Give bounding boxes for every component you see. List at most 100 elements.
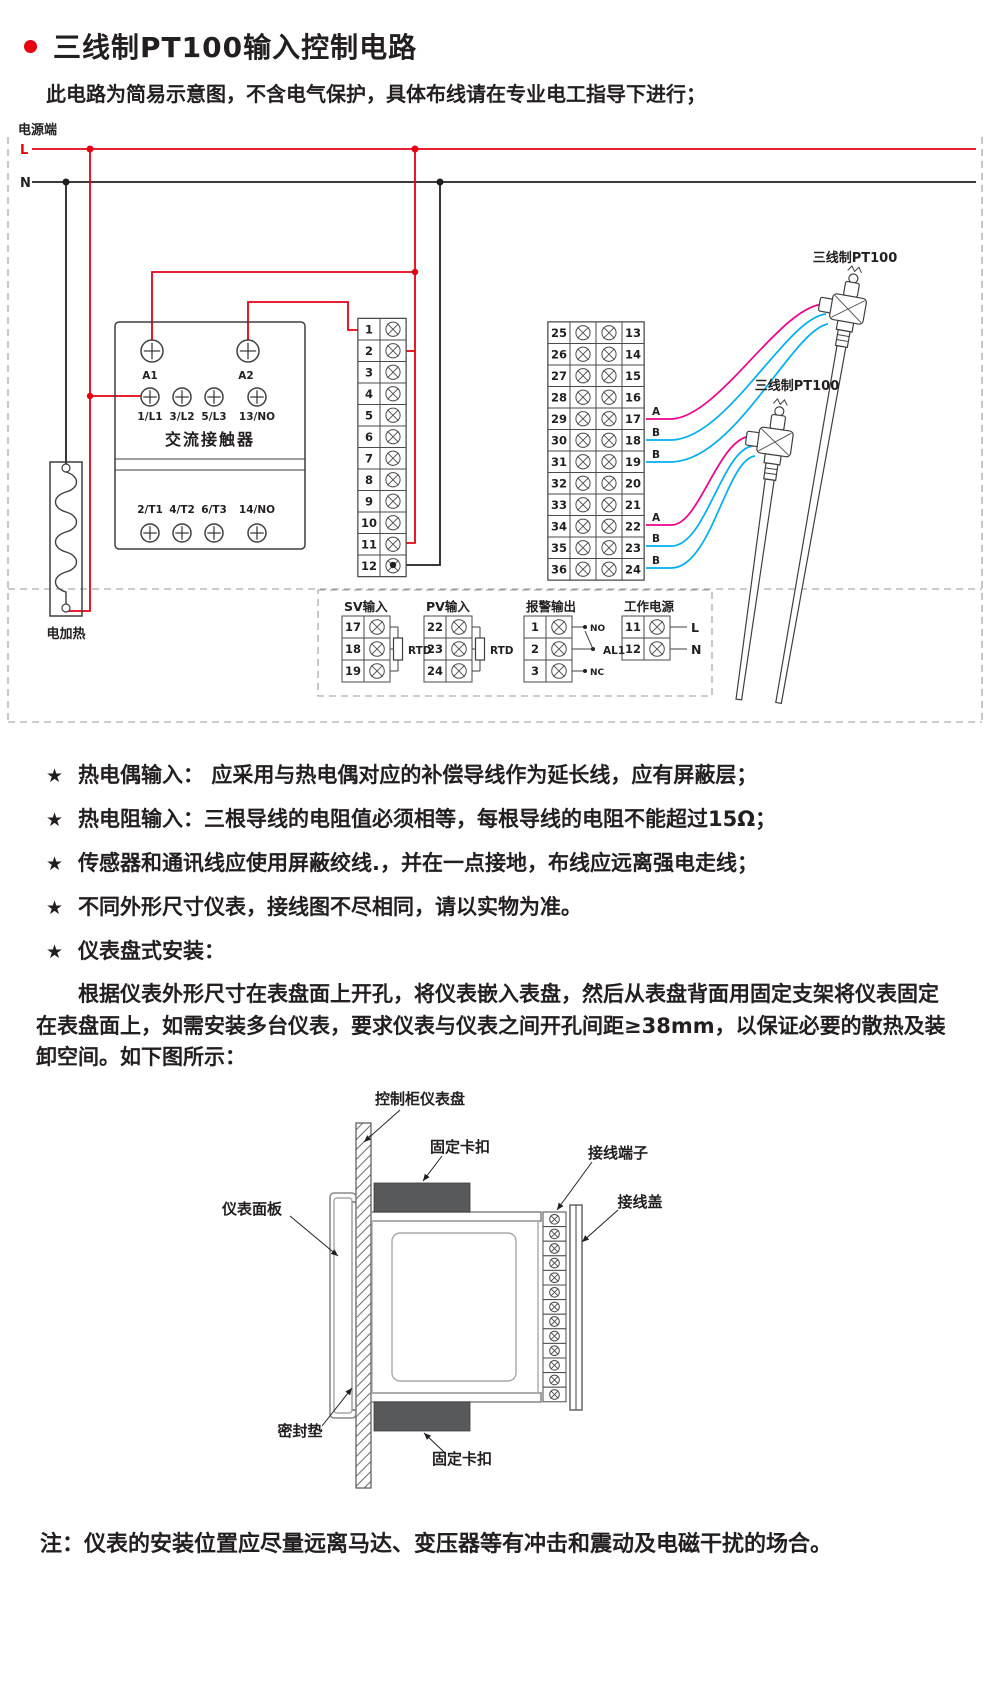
terminal-number: 1 <box>365 322 373 336</box>
heater-label: 电加热 <box>46 626 85 642</box>
rtd-tag: RTD <box>490 645 514 657</box>
screw-slot <box>550 1302 559 1311</box>
no-label: NO <box>590 624 606 634</box>
screw-slot <box>387 452 399 465</box>
terminal-number: 16 <box>625 390 641 404</box>
screw-head <box>649 619 665 635</box>
screw-slot <box>651 643 663 655</box>
screw-slot <box>603 326 615 339</box>
screw-slot <box>550 1229 559 1238</box>
terminal-number: 12 <box>361 559 377 573</box>
screw-head <box>551 641 567 657</box>
terminal-number: 18 <box>625 433 641 447</box>
screw-head <box>601 346 617 362</box>
terminal-number: 29 <box>551 412 567 426</box>
terminal-number: 1 <box>531 620 539 634</box>
screw-head <box>601 561 617 577</box>
page-title: 三线制PT100输入控制电路 <box>53 31 418 64</box>
note-item: ★ 不同外形尺寸仪表，接线图不尽相同，请以实物为准。 <box>46 891 990 921</box>
screw-head <box>601 411 617 427</box>
screw-head <box>369 641 385 657</box>
clip-top-label: 固定卡扣 <box>430 1138 490 1156</box>
fixing-clip-top <box>373 1182 471 1212</box>
note-text: 仪表盘式安装： <box>78 939 226 963</box>
sensor-probe <box>775 344 847 705</box>
terminal-number: 21 <box>625 498 641 512</box>
screw-slot <box>603 455 615 468</box>
terminal-number: 22 <box>625 519 641 533</box>
rtd-wire-marks: A B B A B B <box>652 406 661 567</box>
note-text: 热电偶输入： 应采用与热电偶对应的补偿导线作为延长线，应有屏蔽层； <box>78 763 758 787</box>
working-power-symbol: L N <box>670 620 701 657</box>
screw-head <box>549 1374 560 1385</box>
terminal-number: 6 <box>365 430 373 444</box>
note-item: ★ 热电阻输入：三根导线的电阻值必须相等，每根导线的电阻不能超过15Ω； <box>46 803 990 833</box>
screw-head <box>575 368 591 384</box>
terminal-number: 2 <box>365 344 373 358</box>
screw-slot <box>550 1258 559 1267</box>
screw-slot <box>387 344 399 357</box>
screw-head <box>385 386 401 402</box>
screw-slot <box>577 391 589 404</box>
note-text: 热电阻输入：三根导线的电阻值必须相等，每根导线的电阻不能超过15Ω； <box>78 807 777 831</box>
title-row: 三线制PT100输入控制电路 <box>24 26 990 66</box>
terminal-number: 14 <box>625 347 641 361</box>
wire-mark: B <box>652 449 660 461</box>
screw-slot <box>603 369 615 382</box>
screw-slot <box>550 1316 559 1326</box>
screw-slot <box>550 1243 559 1253</box>
install-paragraph: 根据仪表外形尺寸在表盘面上开孔，将仪表嵌入表盘，然后从表盘背面用固定支架将仪表固… <box>36 982 946 1069</box>
star-bullet-icon: ★ <box>46 853 64 875</box>
screw-slot <box>577 369 589 382</box>
pv-rtd-symbol: RTD <box>472 626 514 672</box>
screw-slot <box>550 1331 559 1340</box>
screw-head <box>575 518 591 534</box>
screw-head <box>601 432 617 448</box>
terminal-number: 31 <box>551 455 567 469</box>
terminal-number: 15 <box>625 369 641 383</box>
front-panel-label: 仪表面板 <box>221 1200 283 1218</box>
screw-head <box>451 641 467 657</box>
screw-head <box>385 429 401 445</box>
electric-heater: 电加热 <box>46 461 86 642</box>
terminal-number: 13 <box>625 326 641 340</box>
screw-slot <box>577 498 589 511</box>
screw-head <box>575 432 591 448</box>
sensor-cap-spring <box>772 398 788 406</box>
screw-slot <box>387 473 399 486</box>
screw-slot <box>603 434 615 447</box>
screw-slot <box>371 643 383 655</box>
terminal-number: 24 <box>625 562 641 576</box>
screw-head <box>385 558 401 574</box>
cover-label: 接线盖 <box>617 1193 662 1211</box>
terminal-number: 12 <box>625 642 641 656</box>
sensor-cap-spring <box>847 265 862 274</box>
terminal-number: 11 <box>361 537 377 551</box>
note-item: ★ 传感器和通讯线应使用屏蔽绞线.，并在一点接地，布线应远离强电走线； <box>46 847 990 877</box>
terminal-12-junction <box>389 561 397 569</box>
terminal-number: 32 <box>551 476 567 490</box>
screw-head <box>549 1301 560 1312</box>
terminal-block-label: 接线端子 <box>588 1144 648 1162</box>
screw-slot <box>577 326 589 339</box>
note-item: ★ 仪表盘式安装： <box>46 935 990 965</box>
contactor-terminal-label: 3/L2 <box>169 411 194 423</box>
screw-slot <box>387 516 399 529</box>
screw-slot <box>387 538 399 551</box>
screw-slot <box>550 1287 559 1296</box>
wire-mark: B <box>652 427 660 439</box>
screw-head <box>549 1344 560 1356</box>
sensor-probe <box>735 478 775 701</box>
terminal-number: 34 <box>551 519 567 533</box>
sensor1-label: 三线制PT100 <box>813 250 898 266</box>
terminal-number: 7 <box>365 451 373 465</box>
note-text: 不同外形尺寸仪表，接线图不尽相同，请以实物为准。 <box>78 895 583 919</box>
screw-head <box>601 518 617 534</box>
screw-slot <box>603 477 615 490</box>
installation-diagram: 控制柜仪表盘 固定卡扣 接线端子 接线盖 仪表面板 密封垫 固定卡扣 <box>221 1090 663 1489</box>
